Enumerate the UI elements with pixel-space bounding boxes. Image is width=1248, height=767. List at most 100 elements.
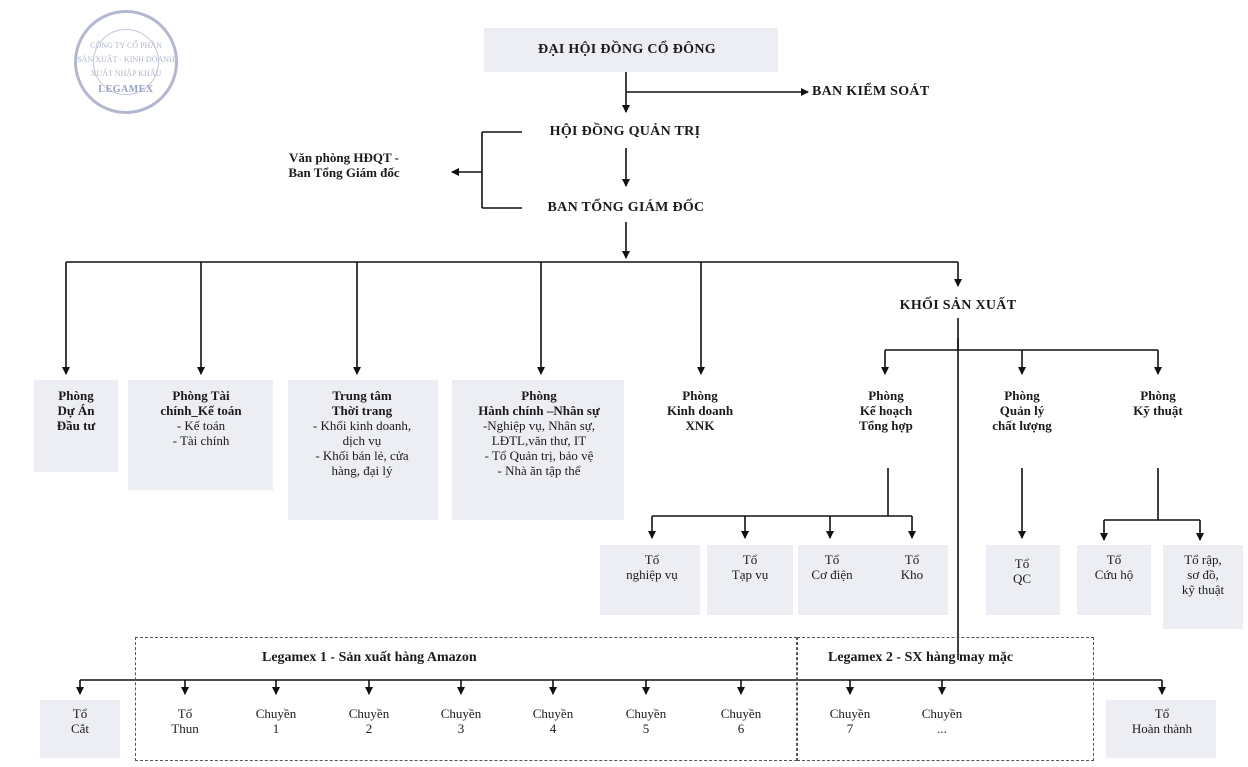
line-text: 4 <box>549 721 557 736</box>
line-text: 5 <box>642 721 650 736</box>
dept-title-line: Kinh doanh <box>666 403 734 418</box>
dept-title-line: Trung tâm <box>332 388 392 403</box>
dept-ky-thuat: Phòng Kỹ thuật <box>1112 388 1204 418</box>
dept-quan-ly-chat-luong: Phòng Quản lý chất lượng <box>976 388 1068 433</box>
dept-item: - Nhà ăn tập thể <box>497 463 581 478</box>
node-office-line-2: Ban Tổng Giám đốc <box>288 165 400 180</box>
dept-title-line: chính_Kế toán <box>160 403 242 418</box>
dept-kinh-doanh-xnk: Phòng Kinh doanh XNK <box>650 388 750 433</box>
dept-item: - Tài chính <box>172 433 230 448</box>
dept-title-line: Đầu tư <box>56 418 96 433</box>
dept-item: dịch vụ <box>342 433 382 448</box>
line-text: 2 <box>365 721 373 736</box>
highlight-team-1 <box>600 545 700 615</box>
highlight-team-3 <box>798 545 882 615</box>
line-text: Chuyền <box>720 706 762 721</box>
node-executive: BAN TỔNG GIÁM ĐỐC <box>547 200 705 215</box>
dept-title-line: Tổng hợp <box>859 418 913 433</box>
team-line: QC <box>1012 571 1032 586</box>
seal-text-1: CÔNG TY CỔ PHẦN <box>90 41 162 50</box>
highlight-shareholders <box>484 28 778 72</box>
line-text: Chuyền <box>625 706 667 721</box>
node-office: Văn phòng HĐQT - Ban Tổng Giám đốc <box>244 150 444 180</box>
team-line: Tổ rập, <box>1184 552 1222 567</box>
line-text: Chuyền <box>255 706 297 721</box>
highlight-team-4 <box>880 545 948 615</box>
line-chuyen-6: Chuyền 6 <box>706 706 776 736</box>
team-line: sơ đồ, <box>1187 567 1219 582</box>
seal-text-3: XUẤT NHẬP KHẨU <box>90 69 162 78</box>
dept-trung-tam-thoi-trang: Trung tâm Thời trang - Khối kinh doanh, … <box>287 388 437 478</box>
line-chuyen-3: Chuyền 3 <box>426 706 496 736</box>
dept-title-line: Kỹ thuật <box>1133 403 1183 418</box>
team-line: Tổ <box>1014 556 1030 571</box>
line-text: Chuyền <box>532 706 574 721</box>
legamex2-frame <box>797 637 1094 761</box>
dept-title-line: Phòng <box>1140 388 1176 403</box>
line-chuyen-1: Chuyền 1 <box>241 706 311 736</box>
team-line: Tổ <box>644 552 660 567</box>
line-text: Hoàn thành <box>1131 721 1193 736</box>
dept-title-line: Dự Án <box>57 403 95 418</box>
team-rap-so-do-ky-thuat: Tổ rập, sơ đồ, kỹ thuật <box>1164 552 1242 597</box>
highlight-dept-3 <box>288 380 438 520</box>
dept-title-line: Phòng Tài <box>172 388 230 403</box>
dept-tai-chinh-ke-toan: Phòng Tài chính_Kế toán - Kế toán - Tài … <box>131 388 271 448</box>
dept-title-line: Phòng <box>521 388 557 403</box>
node-board: HỘI ĐỒNG QUẢN TRỊ <box>549 124 701 139</box>
team-qc: Tổ QC <box>992 556 1052 586</box>
dept-item: hàng, đại lý <box>331 463 393 478</box>
dept-item: - Kế toán <box>176 418 226 433</box>
legamex1-label: Legamex 1 - Sản xuất hàng Amazon <box>262 650 477 665</box>
dept-title-line: Phòng <box>58 388 94 403</box>
team-line: Tổ <box>742 552 758 567</box>
line-to-thun: Tổ Thun <box>153 706 217 736</box>
seal-text-2: SẢN XUẤT - KINH DOANH <box>77 55 175 64</box>
team-cuu-ho: Tổ Cứu hộ <box>1078 552 1150 582</box>
highlight-team-2 <box>707 545 793 615</box>
line-text: Tổ <box>72 706 88 721</box>
legamex2-label: Legamex 2 - SX hàng may mặc <box>828 650 1014 665</box>
line-text: Chuyền <box>348 706 390 721</box>
node-shareholders: ĐẠI HỘI ĐỒNG CỔ ĐÔNG <box>538 42 716 57</box>
team-line: Tạp vụ <box>731 567 769 582</box>
line-chuyen-2: Chuyền 2 <box>334 706 404 736</box>
dept-title-line: XNK <box>685 418 715 433</box>
team-line: Tổ <box>824 552 840 567</box>
team-tap-vu: Tổ Tạp vụ <box>710 552 790 582</box>
dept-title-line: Kế hoạch <box>859 403 913 418</box>
dept-title-line: Hành chính –Nhân sự <box>478 403 600 418</box>
line-chuyen-more: Chuyền ... <box>907 706 977 736</box>
dept-hanh-chinh-nhan-su: Phòng Hành chính –Nhân sự -Nghiệp vụ, Nh… <box>453 388 625 478</box>
team-line: Cứu hộ <box>1094 567 1134 582</box>
team-line: Kho <box>900 567 924 582</box>
dept-item: LĐTL,văn thư, IT <box>491 433 587 448</box>
line-text: Cắt <box>70 721 90 736</box>
line-text: Chuyền <box>440 706 482 721</box>
team-line: Cơ điện <box>811 567 853 582</box>
team-co-dien: Tổ Cơ điện <box>792 552 872 582</box>
line-chuyen-7: Chuyền 7 <box>815 706 885 736</box>
team-line: nghiệp vụ <box>626 567 678 582</box>
company-seal: CÔNG TY CỔ PHẦN SẢN XUẤT - KINH DOANH XU… <box>74 10 178 114</box>
seal-name: LEGAMEX <box>98 84 154 95</box>
line-text: 1 <box>272 721 280 736</box>
line-chuyen-5: Chuyền 5 <box>611 706 681 736</box>
line-chuyen-4: Chuyền 4 <box>518 706 588 736</box>
line-to-hoan-thanh: Tổ Hoàn thành <box>1110 706 1214 736</box>
dept-title-line: chất lượng <box>992 418 1052 433</box>
team-line: Tổ <box>904 552 920 567</box>
team-line: kỹ thuật <box>1181 582 1225 597</box>
line-text: 3 <box>457 721 465 736</box>
line-text: Chuyền <box>921 706 963 721</box>
dept-item: - Khối kinh doanh, <box>312 418 412 433</box>
team-line: Tổ <box>1106 552 1122 567</box>
dept-du-an-dau-tu: Phòng Dự Án Đầu tư <box>26 388 126 433</box>
team-kho: Tổ Kho <box>882 552 942 582</box>
legamex1-frame <box>135 637 797 761</box>
dept-item: -Nghiệp vụ, Nhân sự, <box>482 418 596 433</box>
highlight-dept-1 <box>34 380 118 472</box>
dept-title-line: Quản lý <box>999 403 1045 418</box>
